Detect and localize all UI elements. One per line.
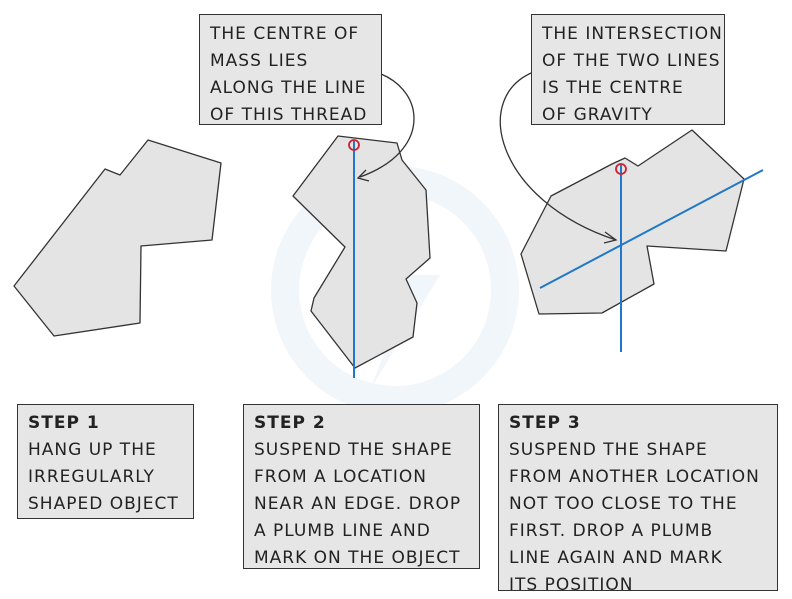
step-title: STEP 3 [509,413,581,433]
first-plumb-line-mark [539,169,764,289]
step-text-line: A PLUMB LINE AND [254,521,431,541]
callout-text-line: THE CENTRE OF [210,24,360,44]
step-text-line: NEAR AN EDGE. DROP [254,494,462,514]
step-title: STEP 1 [28,413,100,433]
suspension-point-step-2 [348,139,360,151]
suspension-point-step-3 [615,163,627,175]
step-1-box: STEP 1 HANG UP THE IRREGULARLY SHAPED OB… [17,404,194,519]
step-text-line: SUSPEND THE SHAPE [509,440,708,460]
step-text-line: FROM ANOTHER LOCATION [509,467,760,487]
irregular-shape-step-2 [292,135,431,369]
step-text-line: SHAPED OBJECT [28,494,179,514]
step-text-line: FROM A LOCATION [254,467,427,487]
callout-text-line: THE INTERSECTION [542,24,723,44]
step-3-box: STEP 3 SUSPEND THE SHAPE FROM ANOTHER LO… [498,404,778,595]
callout-text-line: IS THE CENTRE [542,78,684,98]
callout-text-line: OF THIS THREAD [210,105,368,125]
callout-text-line: ALONG THE LINE [210,78,367,98]
step-text-line: SUSPEND THE SHAPE [254,440,453,460]
step-text-line: NOT TOO CLOSE TO THE [509,494,738,514]
step-text-line: ITS POSITION [509,575,634,595]
step-text-line: FIRST. DROP A PLUMB [509,521,714,541]
step-text-line: LINE AGAIN AND MARK [509,548,723,568]
step-title: STEP 2 [254,413,326,433]
step-text-line: MARK ON THE OBJECT [254,548,461,568]
step-text-line: IRREGULARLY [28,467,155,487]
callout-text-line: MASS LIES [210,51,309,71]
callout-text-line: OF THE TWO LINES [542,51,721,71]
callout-intersection-centre-of-gravity: THE INTERSECTION OF THE TWO LINES IS THE… [531,14,725,125]
callout-centre-of-mass-thread: THE CENTRE OF MASS LIES ALONG THE LINE O… [199,14,382,125]
irregular-shape-step-3 [520,129,745,315]
step-text-line: HANG UP THE [28,440,157,460]
irregular-shape-step-1 [13,139,222,337]
callout-text-line: OF GRAVITY [542,105,653,125]
step-2-box: STEP 2 SUSPEND THE SHAPE FROM A LOCATION… [243,404,480,569]
